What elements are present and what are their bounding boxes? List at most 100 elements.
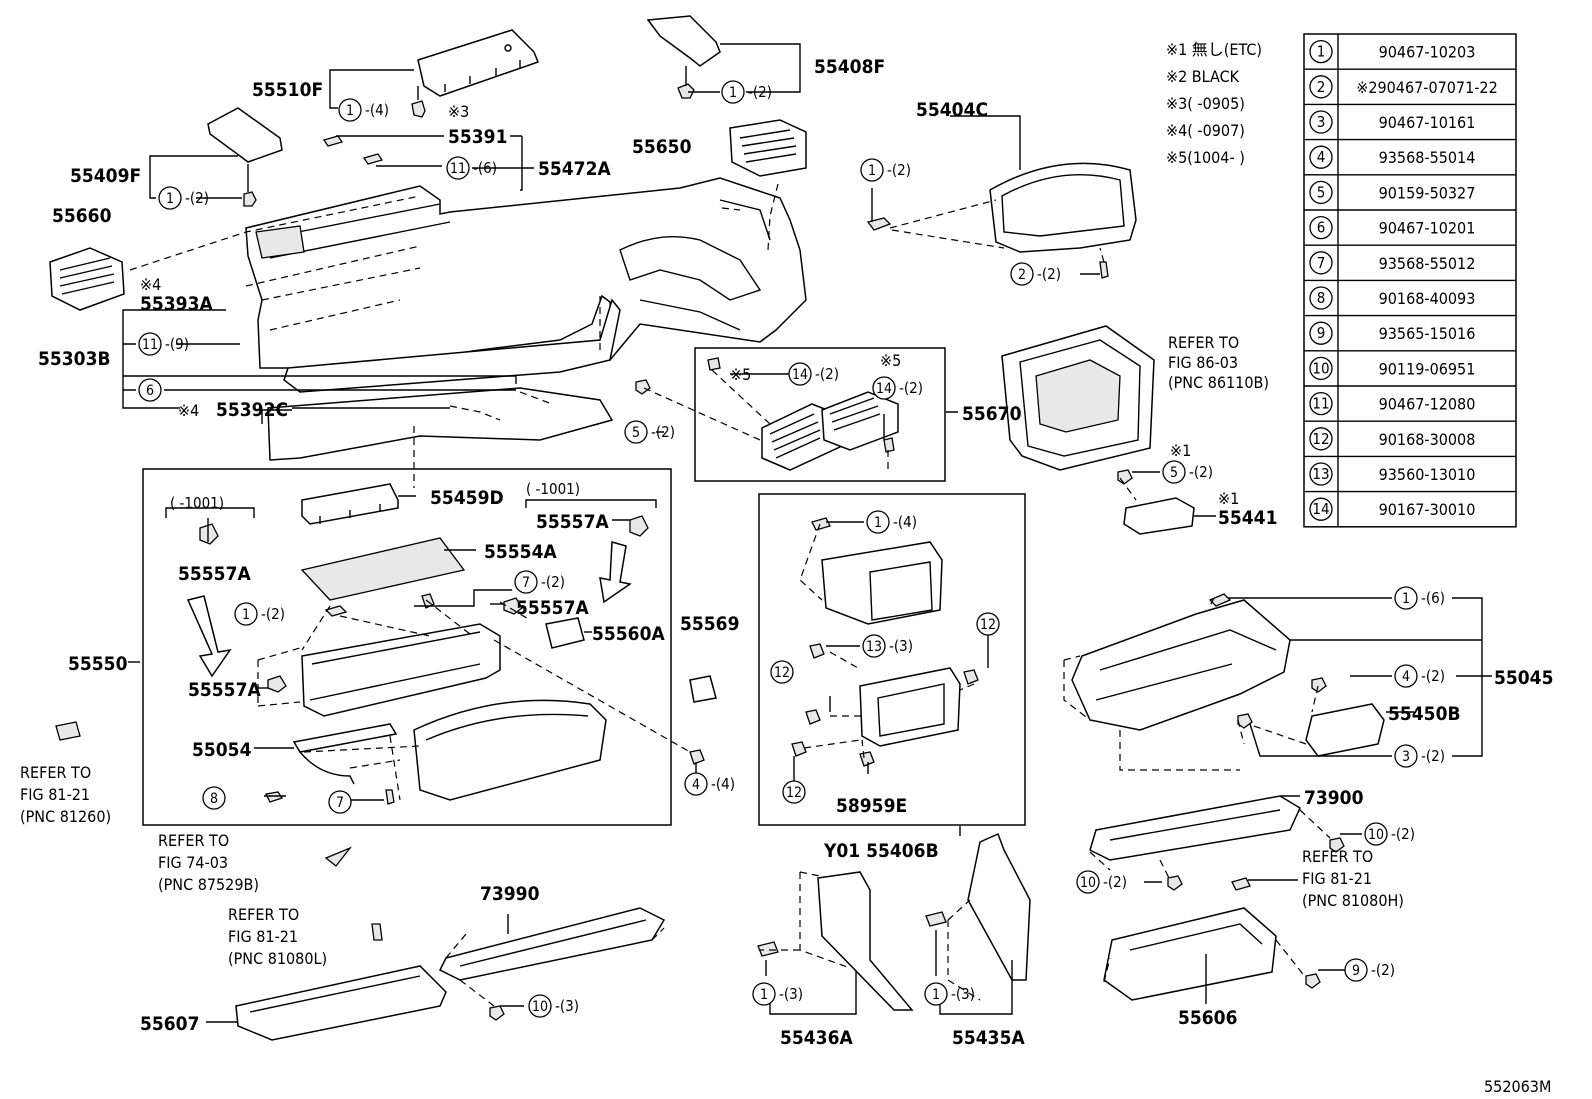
callout-c10_2_b: 10-(2): [1076, 870, 1127, 894]
fastener-number: 14: [1312, 500, 1329, 518]
number-circle: [684, 772, 708, 796]
number-circle: [338, 98, 362, 122]
fastener-number: 2: [1317, 78, 1326, 96]
callout-number: 1: [166, 191, 174, 207]
number-circle: [1309, 145, 1333, 169]
part-label: 55510F: [252, 79, 323, 101]
fastener-number: 7: [1317, 254, 1326, 272]
callout-number: 1: [346, 103, 354, 119]
part-label: 55303B: [38, 348, 111, 370]
number-circle: [770, 660, 794, 684]
callout-number: 8: [210, 791, 218, 807]
part-label: 55554A: [484, 541, 557, 563]
number-circle: [1162, 460, 1186, 484]
callout-number: 11: [450, 161, 466, 177]
callout-c55510F: 1-(4): [338, 98, 389, 122]
callout-c4_4: 4-(4): [684, 772, 735, 796]
number-circle: [1364, 822, 1388, 846]
part-label: 55557A: [188, 679, 261, 701]
table-row: 2※290467-07071-22: [1309, 75, 1498, 99]
svg-text:(PNC 87529B): (PNC 87529B): [158, 875, 259, 894]
callout-c1_6: 1-(6): [1394, 586, 1445, 610]
callout-number: 11: [142, 337, 158, 353]
callout-quantity: -(2): [1371, 961, 1395, 979]
part-label: 55450B: [1388, 703, 1461, 725]
part-labels: 55510F 55408F 55391 55472A 55650 55409F …: [38, 56, 1553, 1049]
callout-number: 12: [786, 785, 802, 801]
callout-number: 1: [868, 163, 876, 179]
callout-c12_c: 12: [782, 780, 806, 804]
callout-quantity: -(2): [815, 365, 839, 383]
part-label: 55054: [192, 739, 252, 761]
callout-number: 12: [980, 617, 996, 633]
svg-text:※4( -0907): ※4( -0907): [1166, 121, 1245, 140]
callout-number: 6: [146, 383, 154, 399]
number-circle: [1309, 321, 1333, 345]
callout-number: 14: [876, 381, 892, 397]
callout-quantity: -(3): [889, 637, 913, 655]
part-label: 55441: [1218, 507, 1277, 529]
number-circle: [1394, 664, 1418, 688]
part-label: 55650: [632, 136, 692, 158]
callout-c8: 8: [202, 786, 226, 810]
callout-c55404C_2: 2-(2): [1010, 262, 1061, 286]
callout-c5_441: 5-(2): [1162, 460, 1213, 484]
group-boxes: [142, 347, 1026, 826]
callout-c10_3: 10-(3): [528, 994, 579, 1018]
part-label: 55560A: [592, 623, 665, 645]
number-circle: [1309, 75, 1333, 99]
number-circle: [1309, 215, 1333, 240]
svg-text:※4: ※4: [178, 401, 199, 420]
callout-c1_2_550: 1-(2): [234, 602, 285, 626]
callout-quantity: -(2): [185, 189, 209, 207]
callout-c10_2_a: 10-(2): [1364, 822, 1415, 846]
callout-c7_2: 7-(2): [514, 570, 565, 594]
callout-number: 1: [760, 987, 768, 1003]
part-label: 55569: [680, 613, 739, 635]
fastener-number: 12: [1312, 430, 1329, 448]
part-label: 55670: [962, 403, 1022, 425]
number-circle: [234, 602, 258, 626]
callout-c4_2: 4-(2): [1394, 664, 1445, 688]
fastener-code: 93565-15016: [1379, 324, 1476, 343]
svg-text:REFER TO: REFER TO: [158, 831, 229, 850]
callout-quantity: -(2): [1421, 667, 1445, 685]
part-label: 55409F: [70, 165, 141, 187]
svg-text:※3: ※3: [448, 102, 469, 121]
number-circle: [752, 982, 776, 1006]
callout-number: 14: [792, 367, 808, 383]
svg-text:FIG 86-03: FIG 86-03: [1168, 353, 1238, 372]
callout-quantity: -(4): [893, 513, 917, 531]
number-circle: [528, 994, 552, 1018]
callout-quantity: -(2): [887, 161, 911, 179]
callout-c5_2: 5-(2): [624, 420, 675, 444]
callout-number: 5: [1170, 465, 1178, 481]
callout-number: 1: [729, 85, 737, 101]
svg-text:※5: ※5: [730, 365, 751, 384]
callout-number: 7: [336, 795, 344, 811]
part-label: 55557A: [536, 511, 609, 533]
svg-text:※5(1004- ): ※5(1004- ): [1166, 148, 1245, 167]
part-label: 55660: [52, 205, 112, 227]
table-row: 14 90167-30010: [1309, 497, 1476, 521]
svg-text:※2 BLACK: ※2 BLACK: [1166, 67, 1240, 86]
callout-c1_3_b: 1-(3): [924, 982, 975, 1006]
number-circle: [721, 80, 745, 104]
fastener-code: 90167-30010: [1379, 500, 1476, 519]
part-label: 55404C: [916, 99, 988, 121]
callout-number: 1: [242, 607, 250, 623]
svg-text:(PNC 86110B): (PNC 86110B): [1168, 373, 1269, 392]
number-circle: [624, 420, 648, 444]
callout-quantity: -(2): [899, 379, 923, 397]
